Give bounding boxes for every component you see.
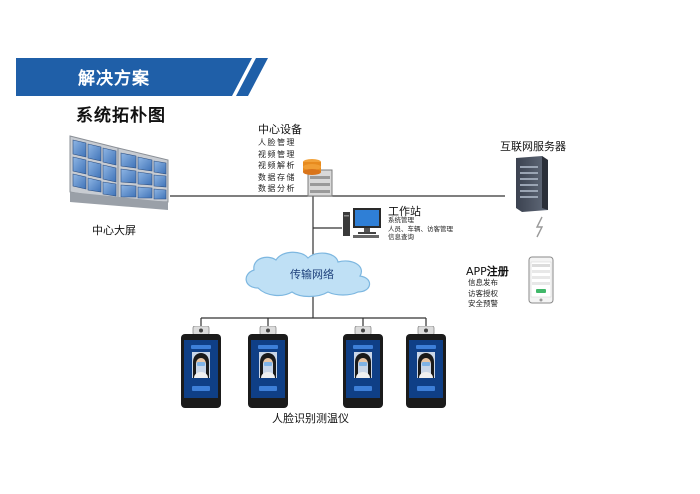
center-device-item: 数据分析 bbox=[258, 184, 296, 193]
banner-stripe bbox=[236, 58, 268, 96]
center-device-item: 视频解析 bbox=[258, 161, 296, 170]
center-device-item: 视频管理 bbox=[258, 149, 296, 159]
internet-server-icon bbox=[516, 156, 548, 212]
center-device-item: 人脸管理 bbox=[258, 138, 296, 147]
banner-bar bbox=[16, 58, 252, 96]
database-server-icon bbox=[303, 159, 333, 197]
banner-title: 解决方案 bbox=[78, 69, 150, 89]
workstation-item: 人员、车辆、访客管理 bbox=[388, 224, 453, 233]
network-cloud-icon bbox=[245, 251, 371, 298]
terminal-device-icon bbox=[181, 325, 221, 408]
app-label-prefix: APP bbox=[466, 265, 487, 278]
network-label: 传输网络 bbox=[290, 268, 334, 281]
video-wall-icon bbox=[69, 135, 169, 210]
center-device-function-list: 人脸管理 视频管理 视频解析 数据存储 数据分析 bbox=[258, 137, 296, 195]
workstation-label: 工作站 bbox=[388, 205, 421, 218]
page-subtitle: 系统拓朴图 bbox=[76, 106, 166, 126]
internet-server-label: 互联网服务器 bbox=[500, 140, 566, 153]
center-device-item: 数据存储 bbox=[258, 172, 296, 182]
smartphone-icon bbox=[528, 256, 554, 304]
workstation-function-list: 系统管理 人员、车辆、访客管理 信息查询 bbox=[388, 216, 453, 242]
center-screen-label: 中心大屏 bbox=[92, 224, 136, 237]
terminal-device-icon bbox=[343, 325, 383, 408]
face-thermometer-terminal bbox=[341, 325, 385, 414]
center-device-label: 中心设备 bbox=[258, 123, 302, 136]
app-function-list: 信息发布 访客授权 安全预警 bbox=[468, 278, 498, 310]
header-banner-graphic bbox=[16, 58, 268, 96]
lightning-link-icon bbox=[535, 216, 544, 238]
face-thermometer-terminal bbox=[179, 325, 223, 414]
app-label: APP注册 bbox=[466, 263, 509, 279]
workstation-item: 信息查询 bbox=[388, 233, 414, 241]
app-item: 访客授权 bbox=[468, 288, 498, 298]
face-thermometer-terminal bbox=[404, 325, 448, 414]
app-item: 信息发布 bbox=[468, 278, 498, 287]
face-thermometer-terminal bbox=[246, 325, 290, 414]
terminal-device-icon bbox=[248, 325, 288, 408]
workstation-computer-icon bbox=[343, 208, 381, 238]
app-label-suffix: 注册 bbox=[486, 265, 509, 278]
terminal-device-icon bbox=[406, 325, 446, 408]
terminals-label: 人脸识别测温仪 bbox=[272, 412, 349, 425]
workstation-item: 系统管理 bbox=[388, 216, 414, 224]
app-item: 安全预警 bbox=[468, 299, 498, 308]
